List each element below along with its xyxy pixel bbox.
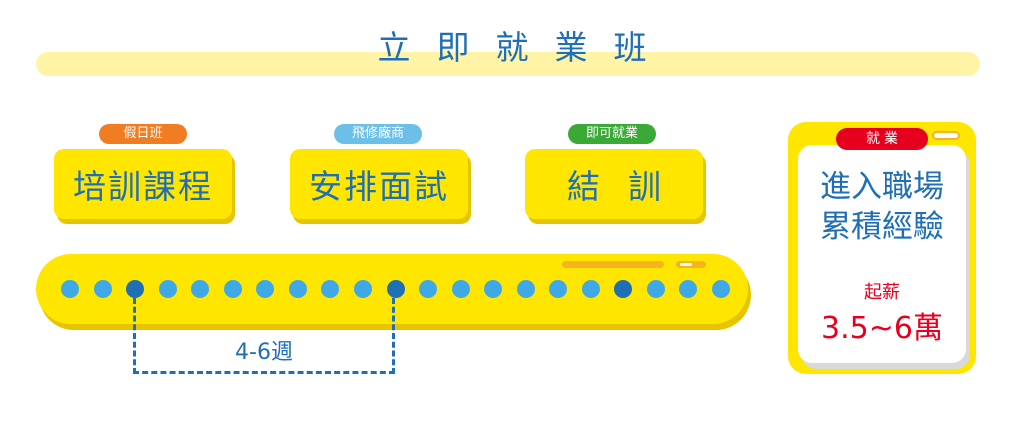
timeline-dot: [451, 280, 470, 298]
salary-value: 3.5~6萬: [821, 311, 943, 346]
step-graduation: 結訓: [525, 149, 703, 219]
timeline-dot: [679, 280, 698, 298]
tag-flight-repair-vendor: 飛修廠商: [334, 124, 422, 144]
timeline-dot: [223, 280, 242, 298]
card-text-enter-workplace: 進入職場: [820, 169, 944, 205]
timeline-dot: [419, 280, 438, 298]
job-tag-pill: [932, 131, 960, 140]
timeline-dot: [353, 280, 372, 298]
timeline-dot: [321, 280, 340, 298]
tag-immediate-employment: 即可就業: [568, 124, 656, 144]
step-training-course: 培訓課程: [54, 149, 232, 219]
timeline-dot: [646, 280, 665, 298]
title-bar: [36, 52, 980, 76]
step-arrange-interview: 安排面試: [290, 149, 468, 219]
timeline-dot: [93, 280, 112, 298]
timeline-highlight: [562, 261, 664, 268]
timeline-dot: [516, 280, 535, 298]
timeline-dot-milestone: [614, 280, 633, 298]
timeline-dot: [484, 280, 503, 298]
timeline-dot: [191, 280, 210, 298]
timeline-dot-milestone: [386, 280, 405, 298]
timeline-dot: [712, 280, 730, 298]
timeline-dot: [256, 280, 275, 298]
timeline-dot-milestone: [126, 280, 145, 298]
tag-holiday-class: 假日班: [99, 124, 187, 144]
page-title: 立即就業班: [377, 28, 673, 67]
job-card-inner: [798, 145, 966, 363]
salary-label: 起薪: [864, 282, 900, 303]
card-text-gain-experience: 累積經驗: [820, 209, 944, 245]
duration-bracket: [133, 298, 395, 374]
timeline-dot: [61, 280, 79, 298]
timeline-highlight: [676, 261, 706, 268]
duration-label: 4-6週: [235, 340, 293, 365]
timeline-dot: [288, 280, 307, 298]
timeline-dot: [549, 280, 568, 298]
job-tag: 就業: [836, 128, 928, 150]
timeline-dot: [581, 280, 600, 298]
timeline-dot: [158, 280, 177, 298]
